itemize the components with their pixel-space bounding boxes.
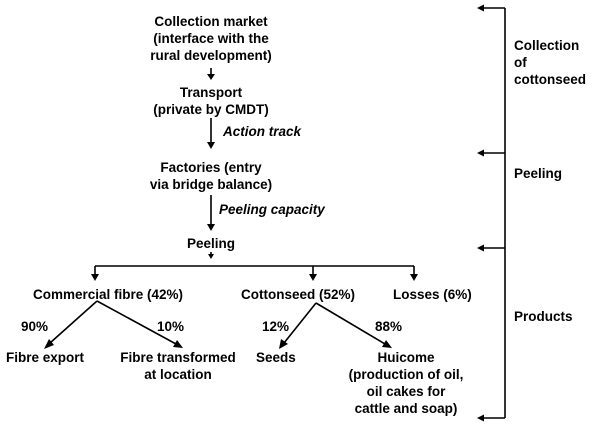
arrow-transport-to-factories bbox=[207, 118, 215, 149]
cottonseed-label: Cottonseed (52%) bbox=[241, 287, 356, 302]
collection-market-label: Collection market (interface with the ru… bbox=[150, 14, 272, 63]
percent-12-label: 12% bbox=[262, 319, 290, 334]
fibre-export-label: Fibre export bbox=[6, 350, 85, 365]
stage-collection-label: Collection of cottonseed bbox=[514, 38, 587, 87]
stage-peeling-label: Peeling bbox=[514, 166, 563, 181]
peeling-capacity-label: Peeling capacity bbox=[219, 202, 325, 217]
factories-label: Factories (entry via bridge balance) bbox=[149, 160, 273, 192]
arrow-factories-to-peeling bbox=[207, 195, 215, 231]
arrow-cottonseed-to-seeds bbox=[279, 302, 317, 349]
arrow-fibre-to-export bbox=[44, 300, 98, 349]
percent-90-label: 90% bbox=[21, 319, 49, 334]
fibre-transformed-label: Fibre transformed at location bbox=[120, 350, 236, 382]
transport-label: Transport (private by CMDT) bbox=[153, 85, 269, 117]
action-track-label: Action track bbox=[223, 124, 302, 139]
arrow-fibre-to-transformed bbox=[96, 300, 183, 348]
arrow-market-to-transport bbox=[207, 68, 215, 80]
seeds-label: Seeds bbox=[256, 350, 296, 365]
stage-products-label: Products bbox=[514, 309, 573, 324]
arrow-peeling-down bbox=[208, 252, 214, 259]
percent-10-label: 10% bbox=[157, 319, 185, 334]
peeling-label: Peeling bbox=[186, 236, 235, 251]
stage-bracket bbox=[477, 4, 506, 422]
commercial-fibre-label: Commercial fibre (42%) bbox=[33, 287, 184, 302]
huicome-label: Huicome (production of oil, oil cakes fo… bbox=[348, 350, 464, 416]
losses-label: Losses (6%) bbox=[393, 287, 472, 302]
distribution-bar bbox=[91, 265, 418, 281]
percent-88-label: 88% bbox=[375, 319, 403, 334]
arrow-cottonseed-to-huicome bbox=[315, 302, 392, 348]
